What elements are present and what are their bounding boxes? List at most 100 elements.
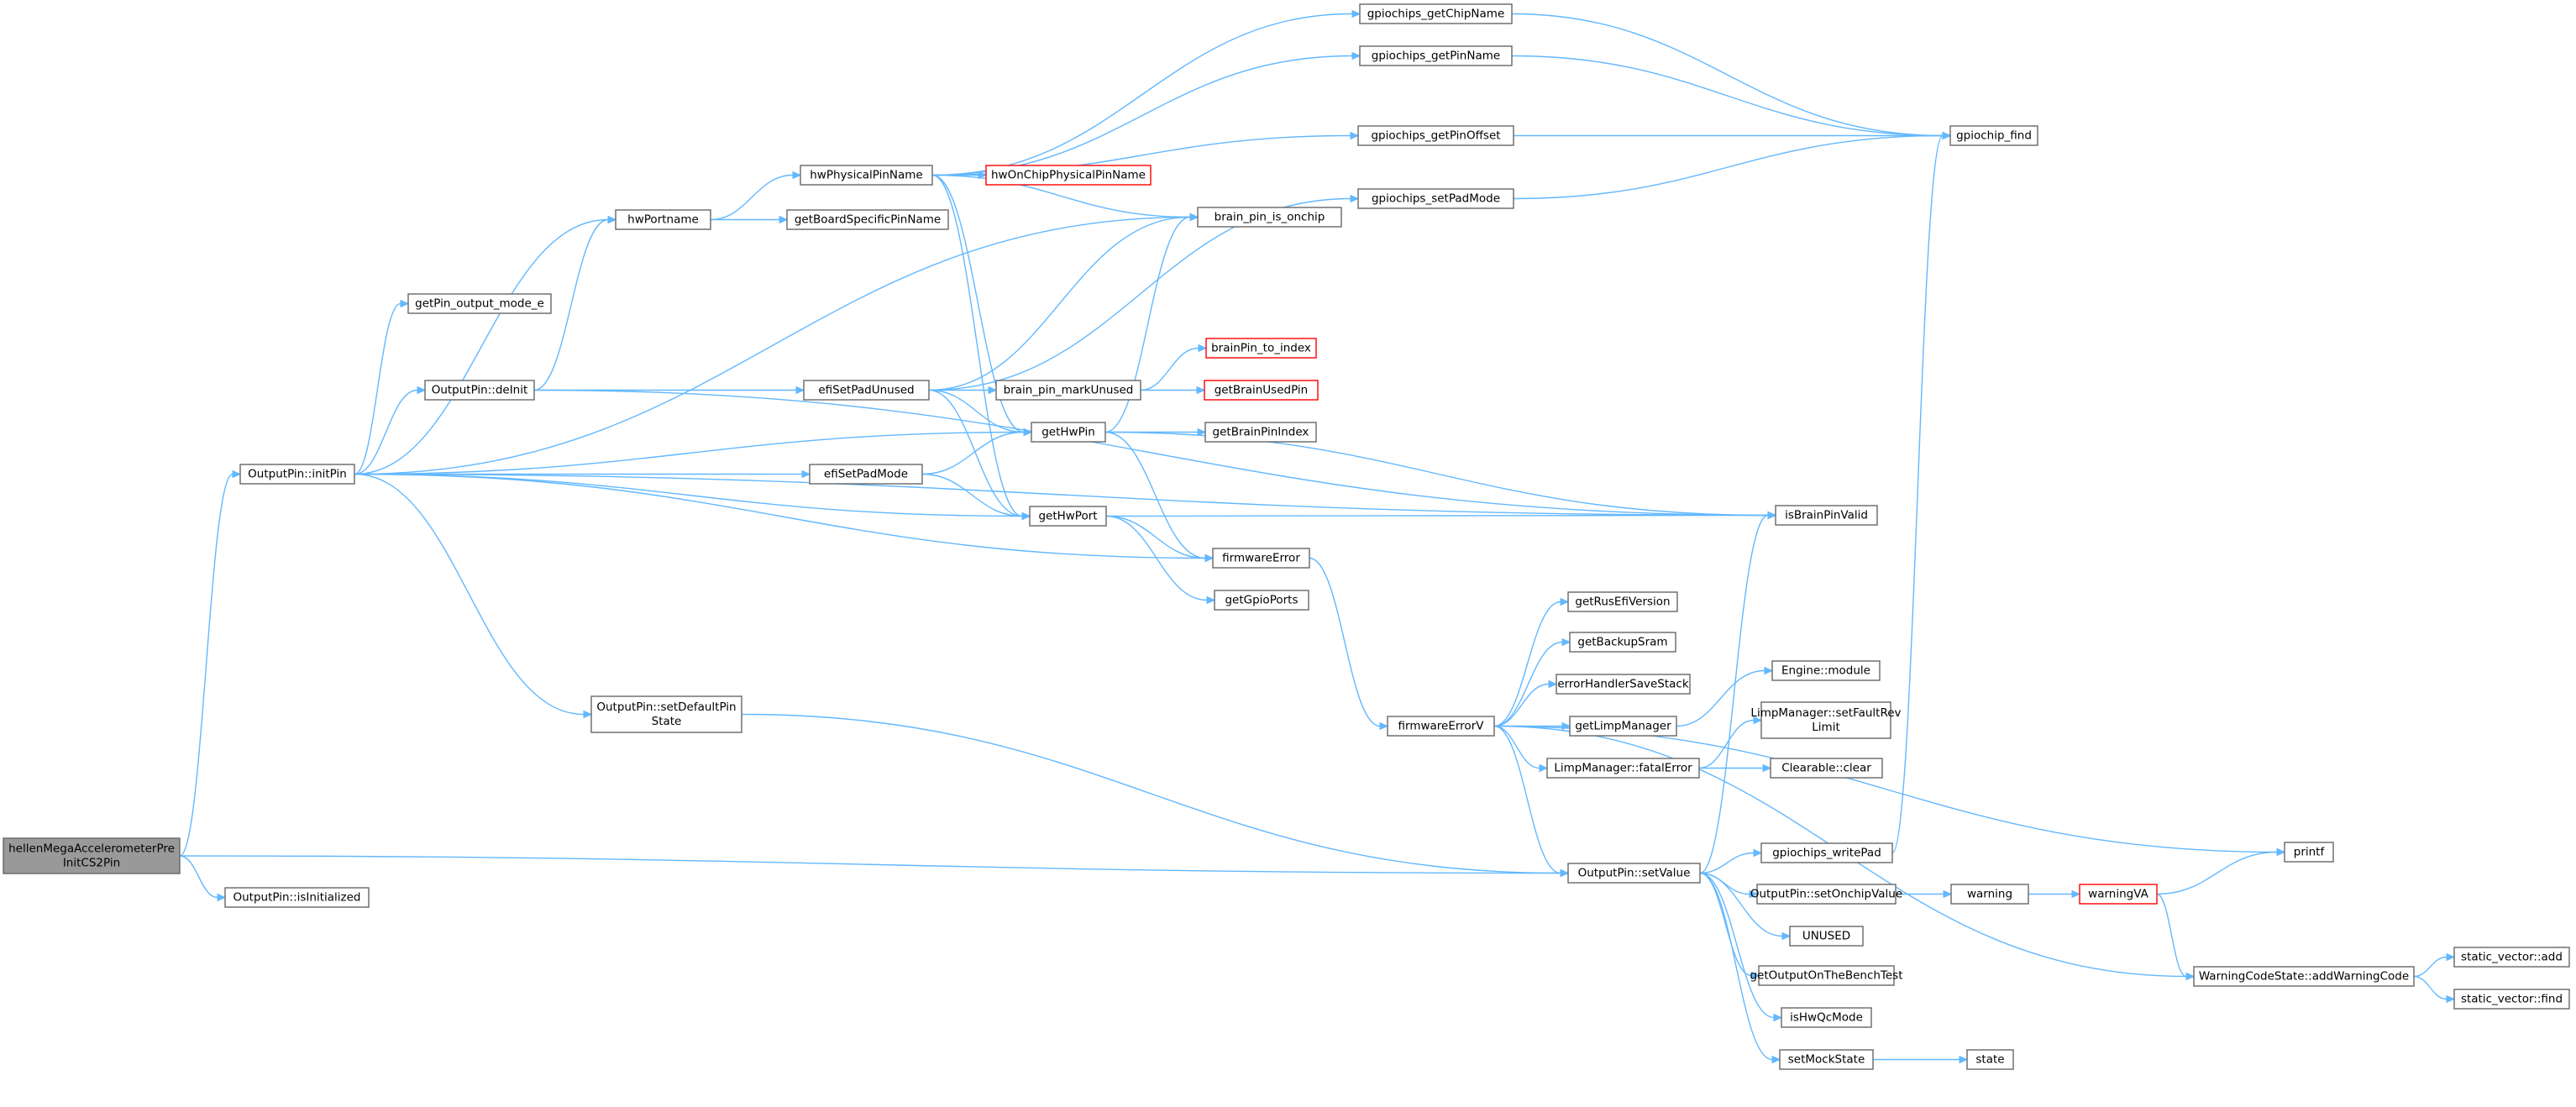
node-get-hw-pin[interactable]: getHwPin [1031,422,1106,443]
edge-init-pin-to-hw-portname [354,218,609,475]
node-label: hwPhysicalPinName [810,169,923,182]
node-firmware-error-v[interactable]: firmwareErrorV [1387,716,1495,737]
node-set-onchip-value[interactable]: OutputPin::setOnchipValue [1750,884,1902,905]
node-add-warning-code[interactable]: WarningCodeState::addWarningCode [2193,966,2415,987]
arrowhead [1943,889,1953,899]
edge-efi-set-pad-mode-to-get-hw-pin [921,431,1025,475]
arrowhead [1773,1013,1783,1022]
node-label: State [652,715,682,728]
node-is-initialized[interactable]: OutputPin::isInitialized [224,887,370,908]
edge-get-hw-port-to-firmware-error [1105,515,1206,559]
node-set-mock-state[interactable]: setMockState [1779,1049,1874,1070]
node-box [985,165,1152,186]
node-is-brain-pin-valid[interactable]: isBrainPinValid [1775,505,1878,526]
arrowhead [1197,428,1207,437]
node-box [1546,758,1700,779]
node-firmware-error[interactable]: firmwareError [1212,548,1310,569]
node-hw-on-chip-physical-pin-name[interactable]: hwOnChipPhysicalPinName [985,165,1152,186]
edge-root-to-init-pin [179,473,233,857]
node-brain-pin-is-onchip[interactable]: brain_pin_is_onchip [1197,207,1342,228]
node-error-handler-save-stack[interactable]: errorHandlerSaveStack [1556,674,1691,695]
node-efi-set-pad-unused[interactable]: efiSetPadUnused [803,380,930,401]
node-get-output-on-the-bench-test[interactable]: getOutputOnTheBenchTest [1750,965,1903,986]
node-is-hw-qc-mode[interactable]: isHwQcMode [1781,1007,1872,1028]
node-box [1569,632,1676,653]
node-label: UNUSED [1802,930,1850,943]
node-label: getBackupSram [1577,636,1667,649]
node-printf[interactable]: printf [2284,842,2334,863]
node-unused[interactable]: UNUSED [1789,926,1864,947]
node-label: OutputPin::setOnchipValue [1750,888,1902,901]
node-state[interactable]: state [1966,1049,2014,1070]
node-gpiochips-get-chip-name[interactable]: gpiochips_getChipName [1359,3,1513,24]
node-label: OutputPin::initPin [248,468,347,481]
edge-set-value-to-gpiochips-write-pad [1699,852,1755,874]
node-label: hwOnChipPhysicalPinName [991,169,1146,182]
node-label: gpiochips_getPinName [1372,50,1500,63]
node-get-brain-used-pin[interactable]: getBrainUsedPin [1204,380,1319,401]
node-box [1029,506,1107,527]
arrowhead [1204,554,1215,563]
edge-brain-pin-mark-unused-to-brain-pin-to-index [1140,347,1199,391]
edge-init-pin-to-brain-pin-is-onchip [354,216,1191,475]
node-label: efiSetPadMode [824,468,908,481]
node-label: firmwareError [1222,552,1300,565]
node-get-rus-efi-version[interactable]: getRusEfiVersion [1567,591,1678,612]
node-gpiochips-get-pin-offset[interactable]: gpiochips_getPinOffset [1357,125,1514,146]
edge-efi-set-pad-mode-to-get-hw-port [921,473,1023,517]
node-hw-portname[interactable]: hwPortname [615,209,711,230]
node-label: isHwQcMode [1790,1011,1863,1025]
node-gpiochips-write-pad[interactable]: gpiochips_writePad [1760,842,1893,863]
node-engine-module[interactable]: Engine::module [1771,660,1881,681]
edge-firmware-error-v-to-set-value [1493,725,1561,874]
node-get-backup-sram[interactable]: getBackupSram [1569,632,1676,653]
node-gpiochips-set-pad-mode[interactable]: gpiochips_setPadMode [1357,188,1514,209]
node-box [224,887,370,908]
nodes-layer: hellenMegaAccelerometerPreInitCS2PinOutp… [3,3,2570,1070]
arrowhead [1561,637,1571,647]
node-get-gpio-ports[interactable]: getGpioPorts [1214,590,1309,611]
node-box [1205,338,1317,359]
node-get-pin-output-mode[interactable]: getPin_output_mode_e [407,293,552,314]
node-warning-va[interactable]: warningVA [2079,884,2158,905]
edge-efi-set-pad-unused-to-brain-pin-is-onchip [928,216,1191,391]
node-limp-fatal-error[interactable]: LimpManager::fatalError [1546,758,1700,779]
node-efi-set-pad-mode[interactable]: efiSetPadMode [809,464,923,485]
node-label: OutputPin::deInit [432,384,528,397]
node-label: printf [2294,846,2326,859]
node-set-value[interactable]: OutputPin::setValue [1567,863,1701,884]
edge-hw-physical-pin-name-to-gpiochips-get-chip-name [931,13,1353,176]
node-get-hw-port[interactable]: getHwPort [1029,506,1107,527]
node-warning[interactable]: warning [1950,884,2029,905]
node-hw-physical-pin-name[interactable]: hwPhysicalPinName [800,165,933,186]
node-clearable-clear[interactable]: Clearable::clear [1770,758,1883,779]
node-label: LimpManager::setFaultRev [1750,706,1901,720]
edge-hw-physical-pin-name-to-get-hw-port [931,174,1023,517]
arrowhead [1753,716,1763,725]
node-brain-pin-mark-unused[interactable]: brain_pin_markUnused [995,380,1141,401]
node-box [1197,207,1342,228]
edge-init-pin-to-firmware-error [354,473,1206,559]
node-get-brain-pin-index[interactable]: getBrainPinIndex [1204,422,1317,443]
node-get-board-specific-pin-name[interactable]: getBoardSpecificPinName [786,209,949,230]
node-gpiochip-find[interactable]: gpiochip_find [1949,125,2038,146]
arrowhead [1560,868,1570,878]
node-gpiochips-get-pin-name[interactable]: gpiochips_getPinName [1359,45,1513,66]
arrowhead [795,386,805,395]
node-init-pin[interactable]: OutputPin::initPin [239,464,355,485]
arrowhead [1379,721,1389,731]
edge-limp-fatal-error-to-set-fault-rev-limit [1698,719,1755,769]
node-de-init[interactable]: OutputPin::deInit [424,380,535,401]
node-label: getLimpManager [1575,720,1671,733]
node-box [1770,758,1883,779]
node-static-vector-find[interactable]: static_vector::find [2453,989,2570,1010]
node-brain-pin-to-index[interactable]: brainPin_to_index [1205,338,1317,359]
edge-gpiochips-write-pad-to-gpiochip-find [1891,134,1944,854]
node-static-vector-add[interactable]: static_vector::add [2453,947,2570,968]
node-get-limp-manager[interactable]: getLimpManager [1569,716,1677,737]
edge-firmware-error-v-to-printf [1493,725,2278,853]
